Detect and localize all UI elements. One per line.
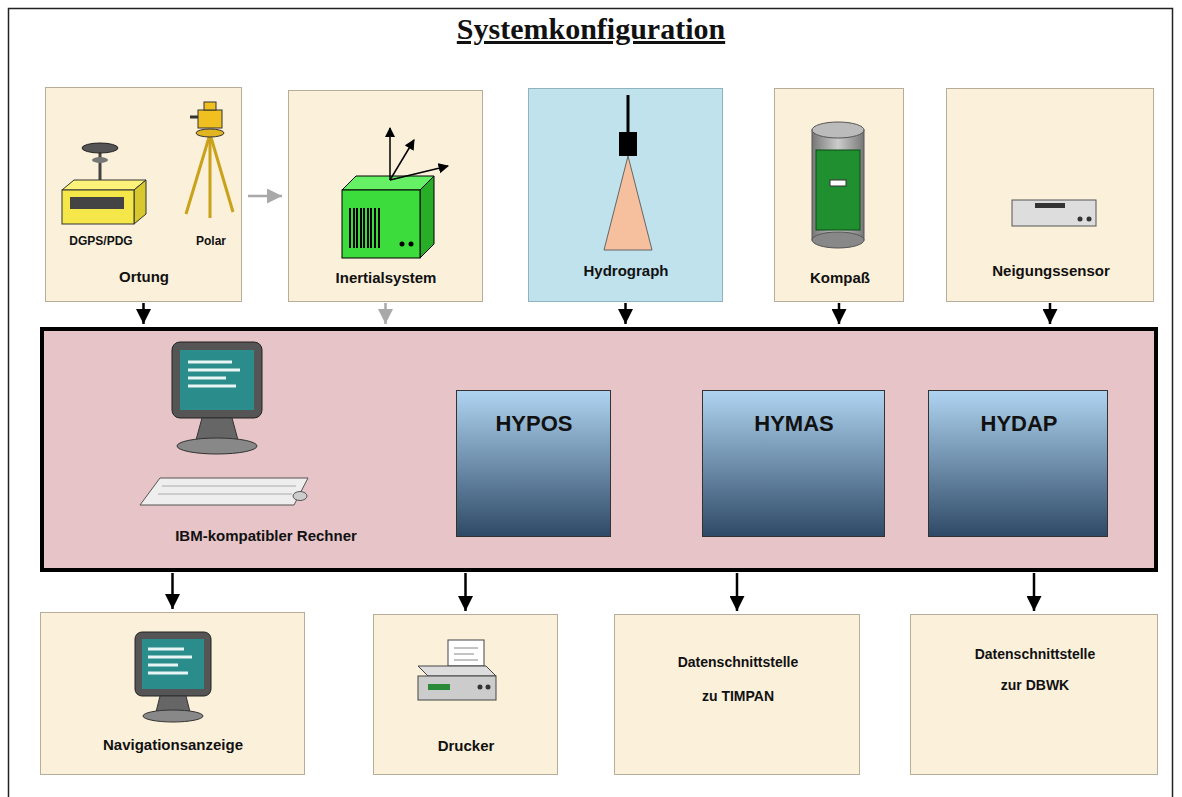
box-label: Datenschnittstelle zu TIMPAN bbox=[678, 645, 799, 713]
module-name: HYDAP bbox=[980, 411, 1057, 437]
monitor-icon bbox=[135, 632, 211, 722]
box-label: Ortung bbox=[119, 268, 169, 286]
tilt-sensor-icon bbox=[1012, 200, 1096, 226]
output-box: Drucker bbox=[373, 614, 558, 775]
box-label: Hydrograph bbox=[583, 262, 668, 280]
interface-box: Datenschnittstelle zu TIMPAN bbox=[614, 614, 860, 775]
flow-arrow bbox=[384, 303, 387, 324]
flow-arrow bbox=[838, 303, 841, 324]
box-label: Polar bbox=[196, 234, 226, 248]
diagram-title: Systemkonfiguration bbox=[0, 12, 1182, 46]
box-label: Inertialsystem bbox=[336, 269, 437, 287]
module-name: HYMAS bbox=[754, 411, 833, 437]
locating-box: DGPS/PDG PolarOrtung bbox=[45, 87, 242, 302]
inertial-unit-icon bbox=[342, 128, 448, 258]
gps-receiver-icon bbox=[62, 143, 146, 224]
software-module: HYDAP bbox=[928, 390, 1108, 537]
flow-arrow bbox=[248, 195, 282, 198]
module-name: HYPOS bbox=[495, 411, 572, 437]
flow-arrow bbox=[736, 573, 739, 611]
box-label: Kompaß bbox=[810, 269, 870, 287]
printer-icon bbox=[418, 640, 496, 700]
software-module: HYMAS bbox=[702, 390, 885, 537]
sensor-box: Inertialsystem bbox=[288, 90, 483, 302]
flow-arrow bbox=[1033, 573, 1036, 611]
sensor-box: Kompaß bbox=[774, 88, 904, 302]
box-label: Neigungssensor bbox=[992, 262, 1110, 280]
box-label: IBM-kompatibler Rechner bbox=[175, 527, 357, 545]
software-module: HYPOS bbox=[456, 390, 611, 537]
compass-icon bbox=[812, 122, 864, 248]
frame-rect bbox=[9, 9, 1173, 797]
box-label: DGPS/PDG bbox=[69, 234, 132, 248]
flow-arrow bbox=[142, 303, 145, 324]
box-label: Drucker bbox=[438, 737, 495, 755]
output-box: Navigationsanzeige bbox=[40, 612, 305, 775]
box-label: Datenschnittstelle zur DBWK bbox=[975, 639, 1096, 701]
computer-icon bbox=[140, 342, 308, 505]
computer-frame: IBM-kompatibler Rechner HYPOS HYMAS HYDAP bbox=[40, 327, 1158, 572]
flow-arrow bbox=[464, 573, 467, 611]
sensor-box: Hydrograph bbox=[528, 88, 723, 302]
flow-arrow bbox=[171, 573, 174, 609]
flow-arrow bbox=[1049, 303, 1052, 324]
box-label: Navigationsanzeige bbox=[103, 736, 243, 754]
interface-box: Datenschnittstelle zur DBWK bbox=[910, 614, 1158, 775]
echosounder-icon bbox=[604, 95, 652, 250]
flow-arrow bbox=[624, 303, 627, 324]
polar-tripod-icon bbox=[186, 102, 233, 218]
sensor-box: Neigungssensor bbox=[946, 88, 1154, 302]
